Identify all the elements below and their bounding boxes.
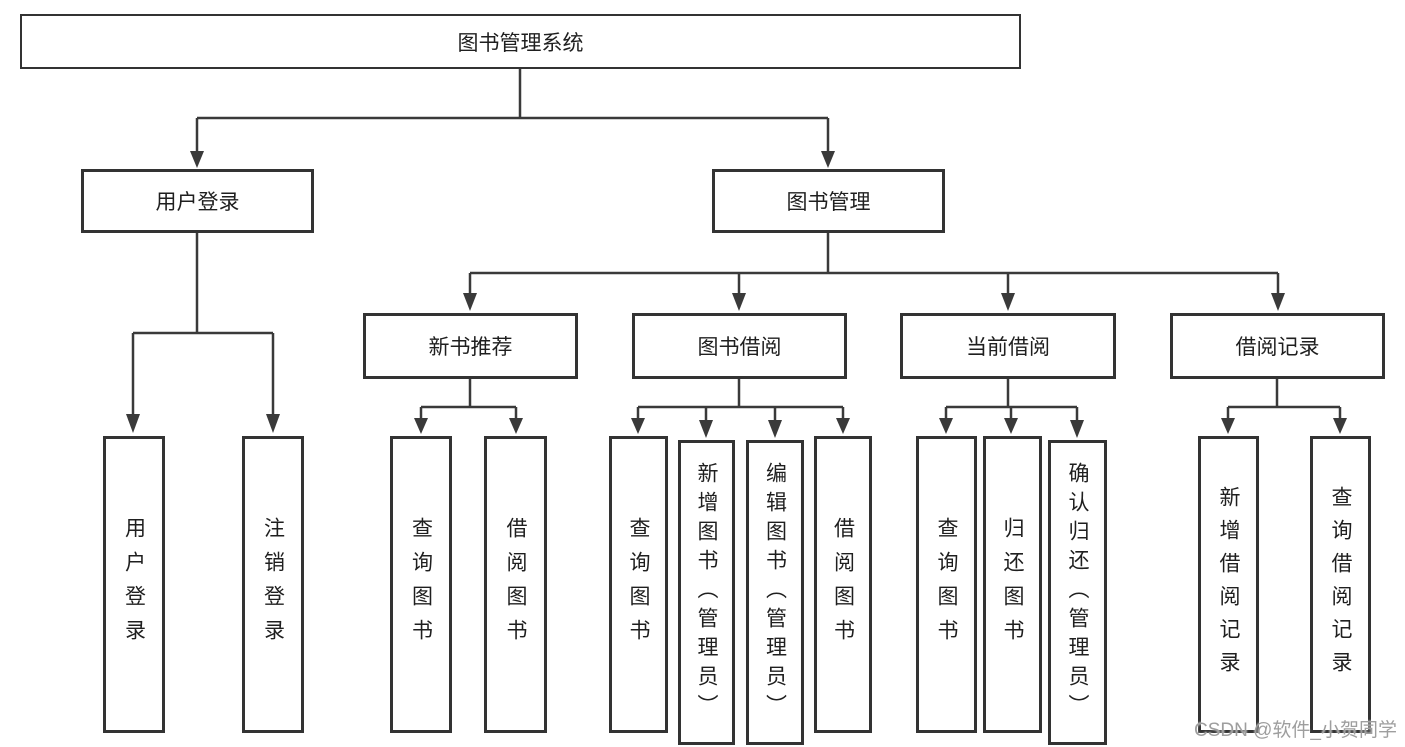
connector-user-login-children [126,233,280,433]
leaf-borrow-query-books: 查询图书 [609,436,668,733]
connector-recommend-children [414,379,523,434]
leaf-current-confirm-return-admin-label: 确认归还（管理员） [1066,462,1089,723]
leaf-records-add-record: 新增借阅记录 [1198,436,1259,733]
node-borrow-records-label: 借阅记录 [1235,336,1320,359]
leaf-records-query-record: 查询借阅记录 [1310,436,1371,733]
leaf-borrow-query-books-label: 查询图书 [627,516,650,653]
leaf-records-query-record-label: 查询借阅记录 [1329,485,1352,684]
leaf-recommend-query-books-label: 查询图书 [409,516,433,653]
node-user-login: 用户登录 [81,169,314,233]
node-book-management-label: 图书管理 [786,191,871,214]
node-current-borrow-label: 当前借阅 [966,336,1050,359]
leaf-current-query-books: 查询图书 [916,436,977,733]
node-new-book-recommend: 新书推荐 [363,313,578,379]
leaf-logout: 注销登录 [242,436,304,733]
leaf-current-return-books: 归还图书 [983,436,1042,733]
leaf-recommend-borrow-books-label: 借阅图书 [504,516,527,653]
csdn-watermark: CSDN @软件_小贺同学 [1194,720,1397,741]
node-book-borrow-label: 图书借阅 [697,336,782,359]
node-book-borrow: 图书借阅 [632,313,847,379]
leaf-user-login-label: 用户登录 [122,516,146,653]
node-root-system: 图书管理系统 [20,14,1021,69]
connector-borrow-children [631,379,850,438]
leaf-recommend-query-books: 查询图书 [390,436,452,733]
leaf-recommend-borrow-books: 借阅图书 [484,436,547,733]
leaf-user-login: 用户登录 [103,436,165,733]
leaf-borrow-add-books-admin-label: 新增图书（管理员） [695,462,718,723]
node-root-label: 图书管理系统 [457,31,584,55]
leaf-current-query-books-label: 查询图书 [935,516,958,653]
leaf-logout-label: 注销登录 [261,516,285,653]
node-current-borrow: 当前借阅 [900,313,1116,379]
node-borrow-records: 借阅记录 [1170,313,1385,379]
leaf-borrow-borrow-books-label: 借阅图书 [831,516,855,653]
leaf-current-return-books-label: 归还图书 [1001,516,1024,653]
leaf-current-confirm-return-admin: 确认归还（管理员） [1048,440,1107,745]
leaf-borrow-borrow-books: 借阅图书 [814,436,872,733]
node-new-book-recommend-label: 新书推荐 [428,336,513,359]
node-book-management: 图书管理 [712,169,945,233]
leaf-borrow-edit-books-admin: 编辑图书（管理员） [746,440,804,745]
node-user-login-label: 用户登录 [155,191,240,214]
leaf-records-add-record-label: 新增借阅记录 [1217,485,1240,684]
connector-records-children [1221,379,1347,434]
connector-current-borrow-children [939,379,1084,438]
leaf-borrow-edit-books-admin-label: 编辑图书（管理员） [763,462,787,723]
connector-root-to-level2 [190,69,835,168]
leaf-borrow-add-books-admin: 新增图书（管理员） [678,440,735,745]
connector-book-management-children [463,233,1285,311]
